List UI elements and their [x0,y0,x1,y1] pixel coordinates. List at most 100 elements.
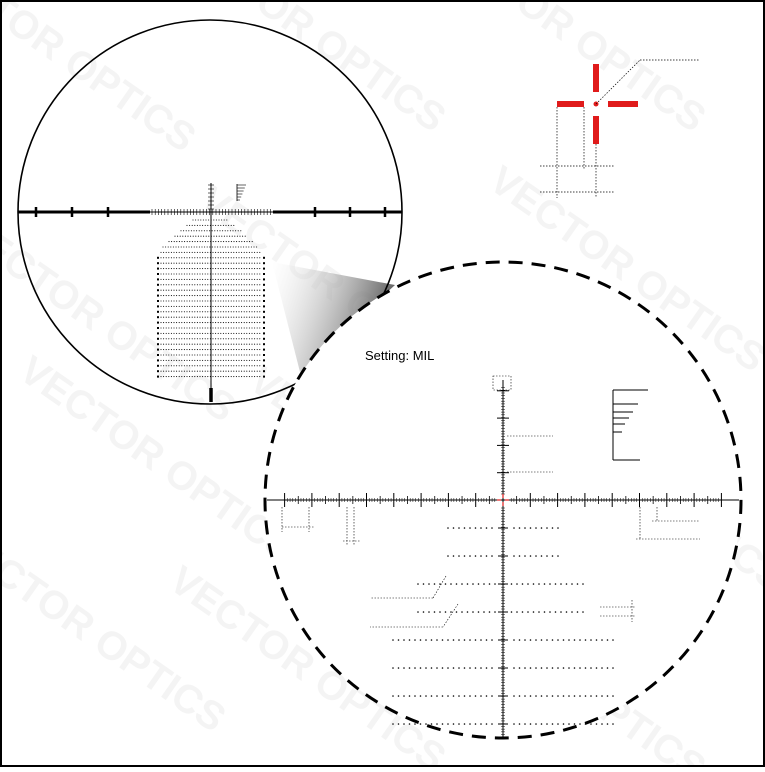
tree-dot [181,349,183,351]
tree-dot [207,289,209,291]
tree-dot [256,349,258,351]
tree-dot [233,278,235,280]
hold-dot [584,667,587,669]
tree-dot [206,230,208,232]
tree-dot [235,230,237,232]
tree-dot [215,273,217,275]
tree-dot [248,246,250,248]
hold-dot [444,611,447,613]
tree-dot [199,295,201,297]
tree-dot [233,284,235,286]
tree-dot [189,359,191,361]
tree-dot [189,327,191,329]
tree-dot [243,365,245,367]
tree-dot [163,305,165,307]
hold-dot [485,695,488,697]
tree-dot [163,257,165,259]
tree-dot [222,257,224,259]
tree-dot [209,370,211,372]
tree-dot [233,359,235,361]
tree-dot [215,354,217,356]
tree-dot [230,305,232,307]
tree-dot [220,338,222,340]
tree-dot [185,246,187,248]
tree-dot [243,251,245,253]
tree-dot [160,349,162,351]
tree-dot [160,278,162,280]
tree-dot [230,332,232,334]
hold-dot [397,667,400,669]
hold-dot [447,555,449,557]
tree-dot [170,300,172,302]
tree-dot [185,230,187,232]
tree-dot [173,343,175,345]
tree-dot [165,332,167,334]
tree-dot [189,376,191,378]
tree-dot [178,332,180,334]
tree-dot [228,349,230,351]
tree-dot [217,349,219,351]
tree-dot [194,224,196,226]
tree-dot [207,305,209,307]
tree-dot [173,295,175,297]
tree-dot [215,219,217,221]
tree-dot [178,268,180,270]
tree-dot [209,365,211,367]
tree-dot [256,289,258,291]
tree-dot [259,349,261,351]
tree-dot [233,365,235,367]
tree-dot [228,327,230,329]
tree-dot [183,278,185,280]
tree-dot [160,332,162,334]
tree-dot [178,251,180,253]
tree-dot [191,359,193,361]
hold-dot [518,667,521,669]
tree-dot [243,376,245,378]
hold-dot [551,695,554,697]
tree-dot [163,311,165,313]
tree-dot [248,332,250,334]
tree-dot [176,257,178,259]
tree-dot [189,300,191,302]
hold-dot [571,611,573,613]
tree-dot [251,273,253,275]
tree-dot [225,343,227,345]
tree-dot [217,300,219,302]
tree-dot [196,230,198,232]
tree-dot [184,241,186,243]
tree-dot [238,338,240,340]
tree-dot [243,241,245,243]
tree-dot [228,316,230,318]
tree-dot [248,289,250,291]
hold-dot [540,527,543,529]
tree-dot [259,295,261,297]
hold-dot [447,639,449,641]
tree-dot [230,278,232,280]
tree-dot [248,327,250,329]
tree-dot [217,268,219,270]
hold-dot [483,583,485,585]
tree-dot [256,365,258,367]
tree-dot [209,257,211,259]
hold-dot [601,639,603,641]
tree-dot [238,332,240,334]
tree-dot [254,262,256,264]
tree-dot [189,332,191,334]
tree-dot [168,262,170,264]
hold-dot [601,695,603,697]
tree-dot [238,295,240,297]
tree-dot [163,376,165,378]
tree-dot [162,246,164,248]
tree-dot [160,284,162,286]
tree-dot [165,338,167,340]
tree-dot [209,359,211,361]
overview-reticle [18,183,402,402]
hold-dot [529,723,532,725]
tree-dot [207,278,209,280]
tree-dot [256,322,258,324]
tree-dot [207,354,209,356]
tree-dot [225,311,227,313]
watermark-text: VECTOR OPTICS [421,0,713,141]
tree-row-label-mark [263,370,265,373]
hold-dot [612,639,614,641]
